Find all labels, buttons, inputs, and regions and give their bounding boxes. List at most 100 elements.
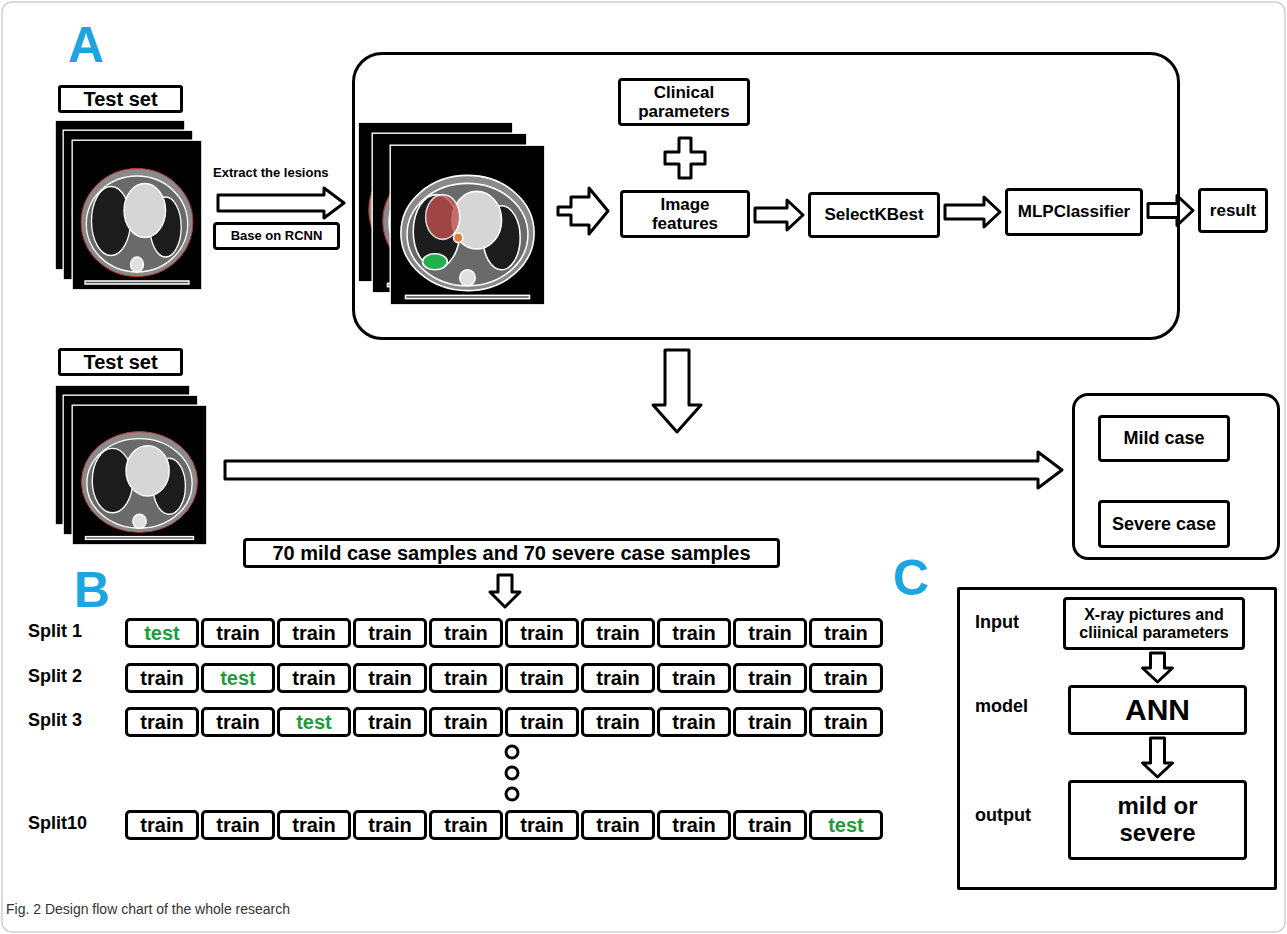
node-text: train	[216, 814, 259, 836]
split-cell: train	[657, 707, 731, 737]
split-cell: train	[733, 707, 807, 737]
node-text: train	[292, 814, 335, 836]
process-box: Clinical parameters	[618, 78, 750, 126]
set-label: Test set	[58, 85, 183, 113]
split-cell: train	[353, 618, 427, 648]
split-cell: train	[277, 618, 351, 648]
test-set-group: Test set	[55, 348, 215, 543]
split-cell: train	[581, 663, 655, 693]
dataset-box: 70 mild case samples and 70 severe case …	[243, 538, 780, 568]
node-text: Mild case	[1123, 428, 1204, 448]
split-cell: train	[125, 663, 199, 693]
node-text: train	[140, 667, 183, 689]
block-arrow	[225, 452, 1062, 488]
node-text: train	[748, 667, 791, 689]
node-text: Clinical parameters	[627, 83, 741, 121]
node-text: train	[520, 667, 563, 689]
node-text: MLPClassifier	[1018, 202, 1130, 221]
block-arrow	[755, 200, 803, 230]
node-text: test	[296, 711, 332, 733]
split-cell: train	[429, 618, 503, 648]
split-cell: train	[277, 810, 351, 840]
node-text: train	[520, 814, 563, 836]
split-cell: train	[505, 618, 579, 648]
split-cell: train	[733, 618, 807, 648]
node-text: train	[292, 622, 335, 644]
method-box: Base on RCNN	[213, 222, 340, 250]
row-label: Split 3	[28, 711, 82, 731]
panel-letter: A	[68, 18, 104, 73]
node-text: train	[672, 814, 715, 836]
class-box: Mild case	[1098, 415, 1230, 462]
node-text: train	[748, 814, 791, 836]
split-cell: train	[353, 707, 427, 737]
field-label: output	[975, 806, 1031, 826]
node-text: result	[1210, 201, 1256, 220]
ct-stack	[55, 120, 202, 290]
figure-caption: Fig. 2 Design flow chart of the whole re…	[6, 902, 290, 917]
split-cell: train	[581, 810, 655, 840]
node-text: train	[596, 711, 639, 733]
field-label: Input	[975, 613, 1019, 633]
plus-symbol	[665, 138, 705, 178]
node-text: train	[824, 667, 867, 689]
split-cell: test	[201, 663, 275, 693]
node-text: train	[520, 622, 563, 644]
node-text: train	[824, 711, 867, 733]
split-cell: train	[201, 618, 275, 648]
split-cell: train	[733, 663, 807, 693]
class-box: Severe case	[1098, 500, 1230, 548]
split-cell: train	[809, 663, 883, 693]
split-cell: train	[353, 810, 427, 840]
row-label: Split 2	[28, 667, 82, 687]
split-cell: train	[201, 810, 275, 840]
split-cell: train	[125, 810, 199, 840]
field-label: model	[975, 697, 1028, 717]
node-text: mild or severe	[1101, 793, 1214, 847]
test-set-group: Test set	[55, 85, 210, 290]
output-box: mild or severe	[1068, 780, 1247, 860]
block-arrow	[1143, 738, 1173, 777]
node-text: test	[144, 622, 180, 644]
process-box: Image features	[620, 190, 750, 238]
block-arrow	[945, 197, 1000, 227]
set-label: Test set	[58, 348, 183, 376]
node-text: Image features	[629, 195, 741, 233]
input-box: X-ray pictures and cliinical parameters	[1063, 597, 1245, 650]
node-text: train	[368, 622, 411, 644]
node-text: Base on RCNN	[231, 229, 323, 244]
node-text: train	[824, 622, 867, 644]
split-cell: test	[125, 618, 199, 648]
split-cell: train	[657, 663, 731, 693]
block-arrow	[1143, 653, 1173, 682]
node-text: train	[444, 814, 487, 836]
split-cell: train	[809, 707, 883, 737]
result-box: result	[1198, 188, 1268, 233]
split-cell: train	[581, 707, 655, 737]
node-text: train	[292, 667, 335, 689]
node-text: train	[368, 814, 411, 836]
node-text: test	[220, 667, 256, 689]
split-cell: train	[657, 618, 731, 648]
arrow-label: Extract the lesions	[213, 166, 329, 180]
model-frame: X-ray pictures and cliinical parametersA…	[957, 587, 1277, 890]
split-cell: test	[277, 707, 351, 737]
split-cell: train	[353, 663, 427, 693]
node-text: 70 mild case samples and 70 severe case …	[272, 542, 750, 564]
block-arrow	[558, 188, 608, 234]
node-text: SelectKBest	[824, 205, 923, 224]
node-text: train	[748, 622, 791, 644]
split-cell: train	[581, 618, 655, 648]
split-cell: train	[429, 810, 503, 840]
node-text: X-ray pictures and cliinical parameters	[1072, 606, 1236, 642]
node-text: train	[672, 711, 715, 733]
split-cell: train	[277, 663, 351, 693]
process-box: SelectKBest	[808, 192, 940, 238]
split-cell: train	[125, 707, 199, 737]
node-text: train	[444, 667, 487, 689]
split-cell: train	[505, 663, 579, 693]
split-cell: train	[201, 707, 275, 737]
